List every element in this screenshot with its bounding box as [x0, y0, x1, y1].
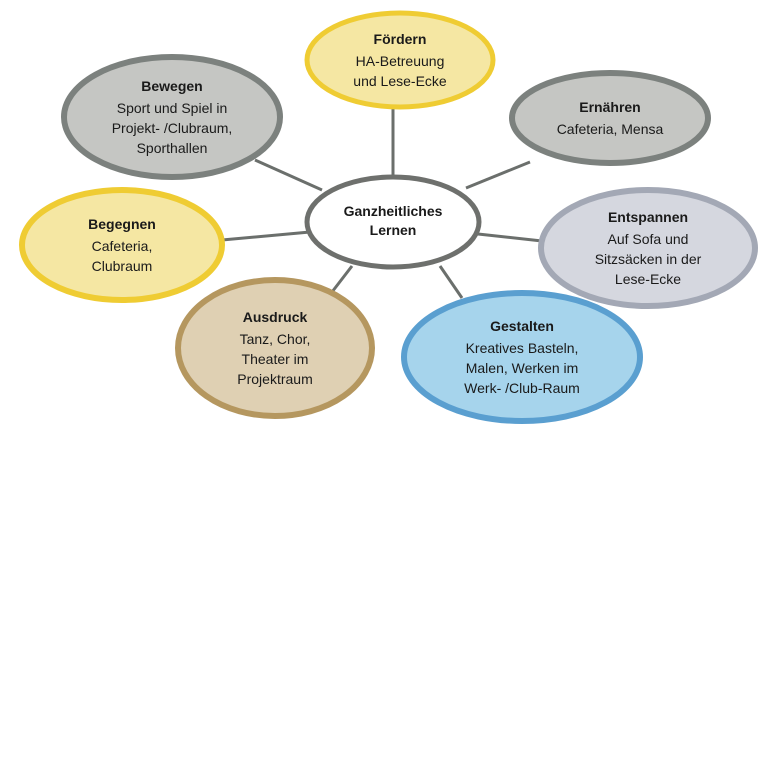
connector-ausdruck — [330, 265, 354, 293]
node-entspannen-line: Auf Sofa und — [608, 231, 689, 247]
node-foerdern-title: Fördern — [374, 31, 427, 47]
node-entspannen-title: Entspannen — [608, 209, 688, 225]
node-bewegen-line: Sport und Spiel in — [117, 100, 228, 116]
center-node-ellipse — [304, 174, 482, 270]
connector-bewegen — [254, 158, 323, 192]
node-bewegen-ellipse — [61, 54, 283, 180]
node-ernaehren-ellipse — [509, 70, 711, 166]
node-foerdern-ellipse — [304, 10, 496, 110]
node-foerdern-line: HA-Betreuung — [356, 53, 445, 69]
connector-begegnen — [221, 230, 311, 242]
node-gestalten-line: Malen, Werken im — [466, 360, 579, 376]
connector-gestalten — [438, 265, 464, 299]
node-entspannen-line: Sitzsäcken in der — [595, 251, 702, 267]
node-entspannen-line: Lese-Ecke — [615, 271, 681, 287]
node-begegnen-line: Clubraum — [92, 258, 153, 274]
node-bewegen-line: Projekt- /Clubraum, — [112, 120, 233, 136]
node-gestalten-title: Gestalten — [490, 318, 554, 334]
node-begegnen-line: Cafeteria, — [92, 238, 153, 254]
node-bewegen-title: Bewegen — [141, 78, 202, 94]
node-ernaehren-line: Cafeteria, Mensa — [557, 121, 664, 137]
connector-lines — [221, 107, 543, 299]
connector-entspannen — [477, 232, 543, 243]
node-ausdruck-ellipse — [175, 277, 375, 419]
node-ausdruck-line: Theater im — [242, 351, 309, 367]
center-node-title: Lernen — [370, 222, 417, 238]
node-gestalten-line: Werk- /Club-Raum — [464, 380, 580, 396]
connector-ernaehren — [465, 160, 531, 190]
node-foerdern-line: und Lese-Ecke — [353, 73, 447, 89]
node-ausdruck-line: Tanz, Chor, — [240, 331, 311, 347]
center-node-title: Ganzheitliches — [344, 203, 443, 219]
node-ausdruck-line: Projektraum — [237, 371, 312, 387]
node-ernaehren-title: Ernähren — [579, 99, 640, 115]
node-begegnen-title: Begegnen — [88, 216, 156, 232]
node-ausdruck-title: Ausdruck — [243, 309, 308, 325]
node-entspannen-ellipse — [538, 187, 758, 309]
node-begegnen-ellipse — [19, 187, 225, 303]
node-bewegen-line: Sporthallen — [137, 140, 208, 156]
node-gestalten-line: Kreatives Basteln, — [466, 340, 579, 356]
node-gestalten-ellipse — [401, 290, 643, 424]
